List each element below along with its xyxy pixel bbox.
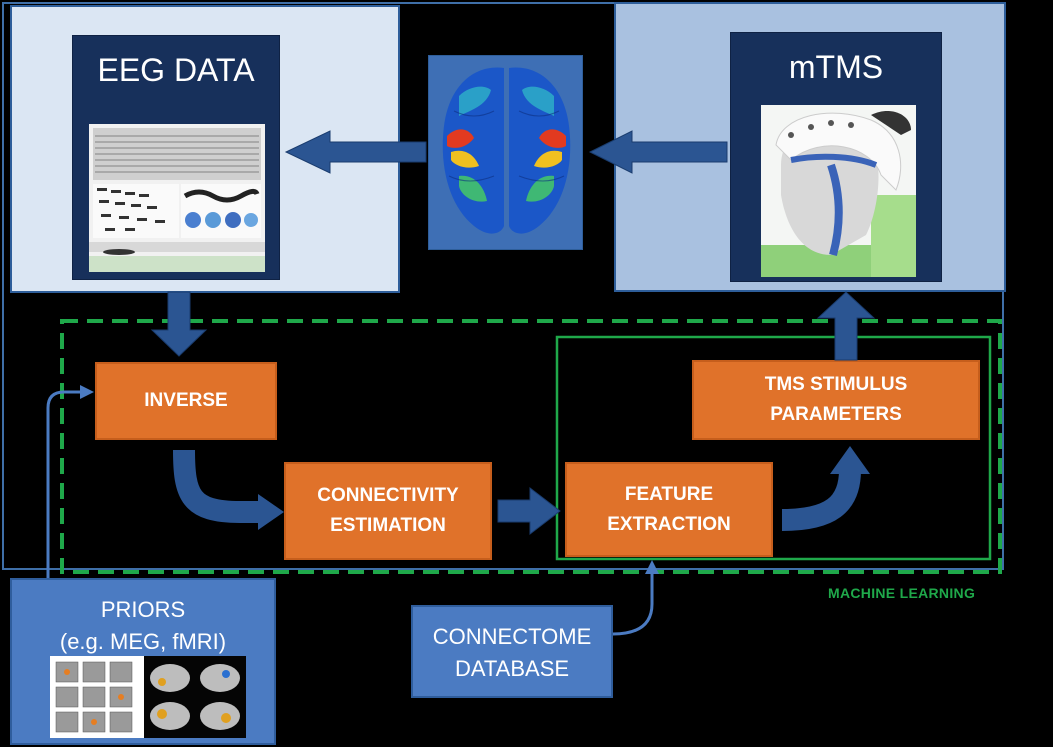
- eeg-box: EEG DATA: [72, 35, 280, 280]
- arrow-inverse-to-connectivity-curve: [173, 449, 262, 523]
- cortex-renderings-image: [144, 656, 246, 738]
- arrow-brain-to-eeg: [284, 130, 427, 174]
- priors-images: [50, 656, 246, 738]
- mri-slices-image: [50, 656, 140, 738]
- arrow-feature-to-params-head: [830, 446, 870, 474]
- connectome-title-line1: CONNECTOME: [432, 624, 592, 649]
- eeg-title: EEG DATA: [97, 52, 255, 88]
- arrow-connectome-to-feature-line: [612, 572, 654, 636]
- priors-title: PRIORS: [100, 597, 186, 622]
- arrow-connectivity-to-feature: [497, 486, 561, 536]
- machine-learning-label: MACHINE LEARNING: [828, 585, 976, 601]
- tms-params-label-line1: TMS STIMULUS: [764, 374, 908, 395]
- tms-coil-head-image: [761, 105, 916, 277]
- machine-learning-dashed-box: [60, 319, 1002, 574]
- eeg-screen-image: [89, 124, 265, 272]
- arrow-feature-to-params-curve: [781, 469, 861, 531]
- connectome-title-line2: DATABASE: [454, 656, 570, 681]
- tms-params-label-line2: PARAMETERS: [770, 404, 902, 425]
- inverse-label: INVERSE: [144, 390, 228, 411]
- mtms-title: mTMS: [788, 49, 884, 85]
- connectome-database-box: CONNECTOME DATABASE: [411, 605, 613, 698]
- arrow-params-to-mtms: [816, 291, 876, 361]
- brain-activity-map: [442, 67, 571, 234]
- arrow-eeg-to-inverse: [150, 291, 208, 357]
- connectivity-label-line2: ESTIMATION: [330, 515, 446, 536]
- feature-label-line2: EXTRACTION: [607, 513, 731, 535]
- arrow-inverse-to-connectivity-head: [258, 494, 284, 530]
- feature-label-line1: FEATURE: [624, 483, 714, 505]
- arrow-priors-to-inverse-line: [46, 390, 82, 578]
- arrow-connectome-to-feature-head: [645, 560, 659, 574]
- mtms-box: mTMS: [730, 32, 942, 282]
- inverse-box: INVERSE: [95, 362, 277, 440]
- tms-stimulus-parameters-box: TMS STIMULUS PARAMETERS: [692, 360, 980, 440]
- priors-box: PRIORS (e.g. MEG, fMRI): [10, 578, 276, 745]
- connectivity-label-line1: CONNECTIVITY: [317, 485, 459, 506]
- machine-learning-solid-box: [555, 335, 992, 561]
- feature-extraction-box: FEATURE EXTRACTION: [565, 462, 773, 557]
- connectivity-estimation-box: CONNECTIVITY ESTIMATION: [284, 462, 492, 560]
- arrow-priors-to-inverse-head: [80, 385, 94, 399]
- brain-activity-panel: [428, 55, 583, 250]
- priors-subtitle: (e.g. MEG, fMRI): [59, 629, 227, 654]
- arrow-mtms-to-brain: [588, 130, 728, 174]
